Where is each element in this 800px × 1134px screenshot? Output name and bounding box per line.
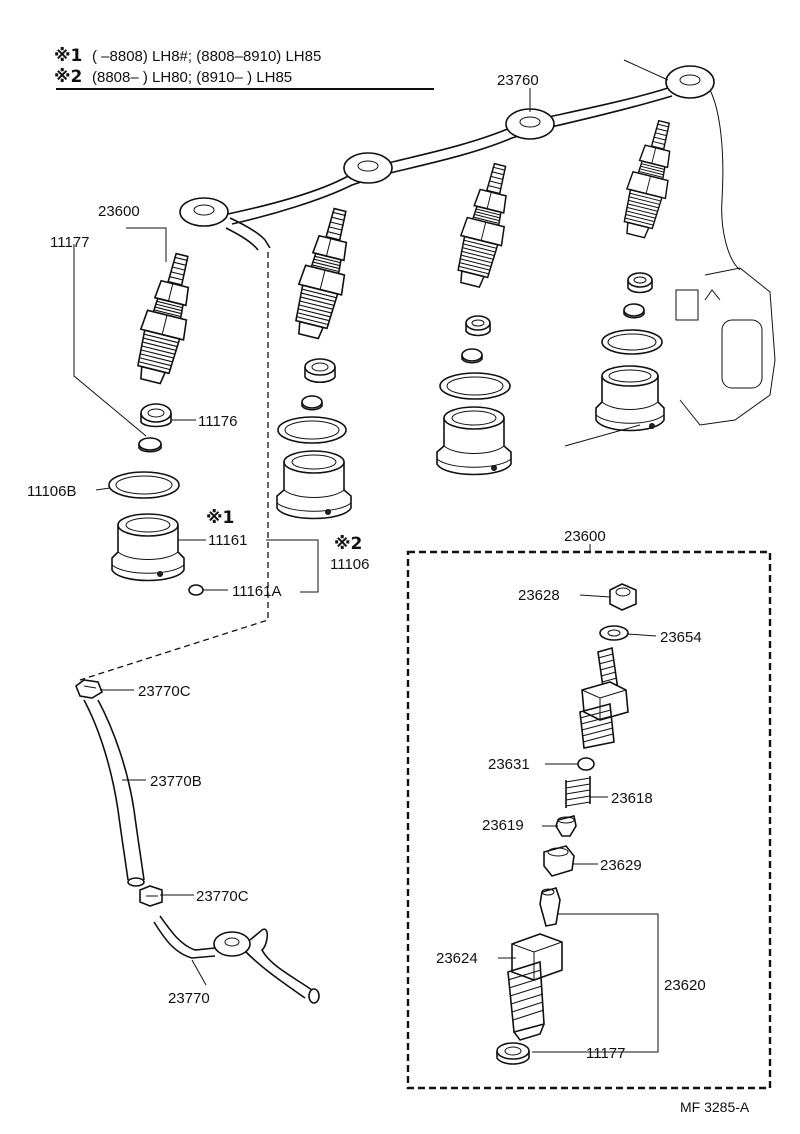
exploded-nozzle-parts	[496, 583, 637, 1065]
injector-cylinder-1	[137, 252, 190, 385]
label-23770C-a: 23770C	[138, 683, 191, 700]
nozzle-exploded-box	[406, 550, 772, 1090]
label-11161: 11161	[208, 532, 248, 549]
label-23600-top: 23600	[98, 203, 140, 220]
label-11161A: 11161A	[232, 583, 282, 600]
label-23654: 23654	[660, 629, 702, 646]
label-mark1: ※1	[206, 508, 234, 528]
return-hose-assembly	[75, 679, 320, 1004]
cylinder-1-parts	[108, 403, 204, 596]
label-11177-box: 11177	[586, 1045, 626, 1062]
diagram-code: MF 3285-A	[680, 1099, 750, 1115]
label-23620: 23620	[664, 977, 706, 994]
note2-text: (8808– ) LH80; (8910– ) LH85	[92, 69, 292, 86]
note2-mark: ※2	[54, 67, 82, 87]
label-23624: 23624	[436, 950, 478, 967]
injector-cylinder-2	[295, 207, 348, 340]
header-notes: ※1 ( –8808) LH8#; (8808–8910) LH85 ※2 (8…	[54, 46, 434, 90]
note1-mark: ※1	[54, 46, 82, 66]
label-23760: 23760	[497, 72, 539, 89]
label-11106B: 11106B	[27, 483, 77, 500]
return-line-dashed	[79, 252, 269, 681]
fuel-return-pipe	[179, 59, 715, 251]
part-labels: 23760 23600 11177 11176 11106B ※1 11161 …	[27, 72, 706, 1062]
injector-cylinder-3	[457, 162, 507, 289]
leader-lines	[73, 88, 659, 1053]
cylinder-2-parts	[276, 358, 352, 520]
label-23618: 23618	[611, 790, 653, 807]
label-11177-top: 11177	[50, 234, 90, 251]
label-mark2: ※2	[334, 534, 362, 554]
label-23628: 23628	[518, 587, 560, 604]
injector-cylinder-4	[623, 119, 671, 239]
label-23770C-b: 23770C	[196, 888, 249, 905]
label-23770: 23770	[168, 990, 210, 1007]
label-23631: 23631	[488, 756, 530, 773]
label-23619: 23619	[482, 817, 524, 834]
cylinder-3-parts	[436, 315, 512, 476]
injector-assemblies	[137, 119, 671, 385]
cylinder-head-outline	[564, 89, 776, 447]
label-23600-box: 23600	[564, 528, 606, 545]
note1-text: ( –8808) LH8#; (8808–8910) LH85	[92, 48, 321, 65]
exploded-injector-body	[507, 646, 629, 1041]
label-11106: 11106	[330, 556, 370, 573]
label-23770B: 23770B	[150, 773, 202, 790]
label-23629: 23629	[600, 857, 642, 874]
label-11176: 11176	[198, 413, 238, 430]
cylinder-4-parts	[595, 272, 665, 432]
